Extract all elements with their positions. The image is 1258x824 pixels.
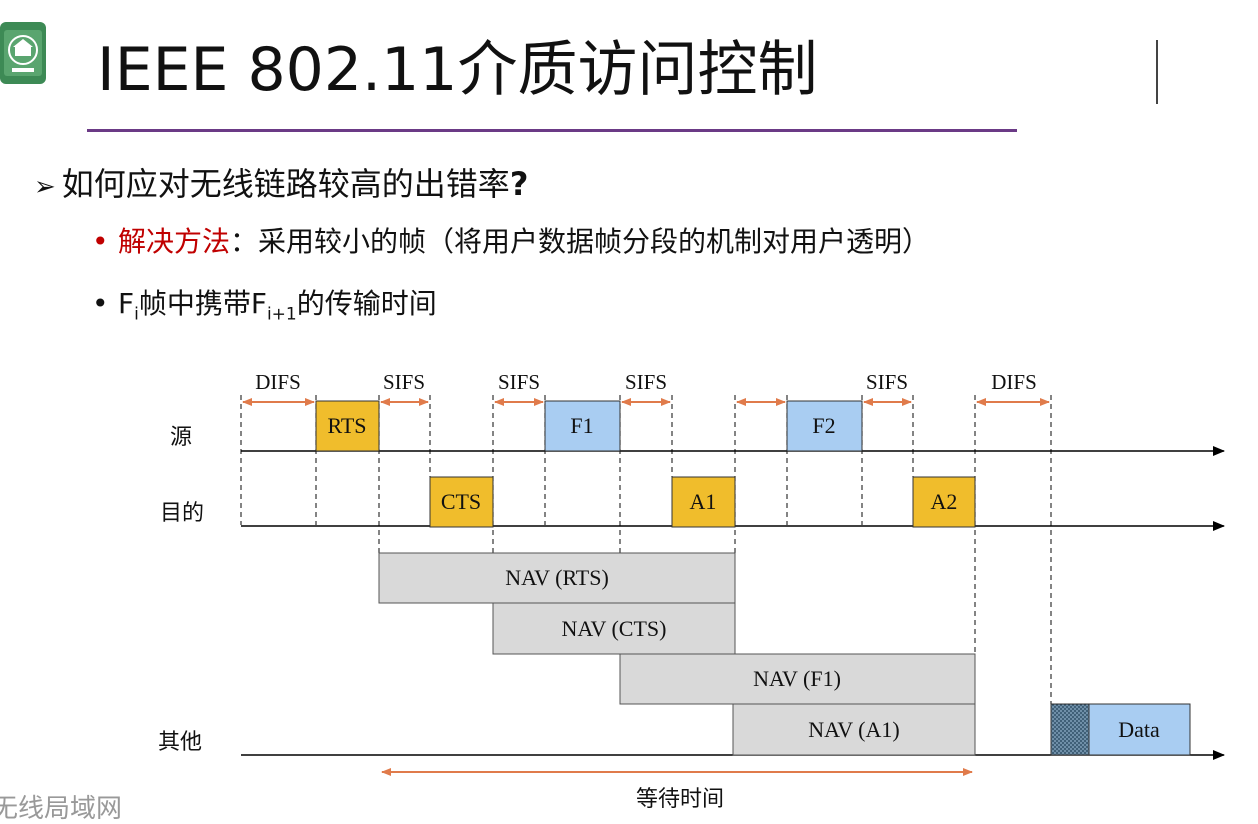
question-text: 如何应对无线链路较高的出错率 bbox=[61, 165, 510, 203]
sifs-label-1: SIFS bbox=[383, 370, 425, 394]
nav-cts-bar bbox=[492, 602, 736, 655]
nav-a1-label: NAV (A1) bbox=[808, 717, 899, 742]
f1-label: F1 bbox=[570, 413, 593, 438]
nav-rts-label: NAV (RTS) bbox=[505, 565, 609, 590]
nav-f1-label: NAV (F1) bbox=[753, 666, 841, 691]
nav-cts-label: NAV (CTS) bbox=[562, 616, 667, 641]
nav-rts-bar bbox=[378, 552, 736, 604]
wait-time-label: 等待时间 bbox=[636, 786, 724, 811]
data-label: Data bbox=[1118, 717, 1160, 742]
footer-section-title: 无线局域网 bbox=[0, 794, 123, 824]
data-frame bbox=[1088, 703, 1191, 756]
bullet-dot-icon: • bbox=[92, 225, 109, 258]
arrow-bullet-icon: ➢ bbox=[34, 172, 56, 202]
title-divider bbox=[87, 129, 1017, 132]
bullet-dot-icon: • bbox=[92, 287, 109, 320]
solution-text: ：采用较小的帧（将用户数据帧分段的机制对用户透明） bbox=[230, 225, 931, 258]
nav-f1-bar bbox=[619, 653, 976, 705]
sifs-label-2: SIFS bbox=[498, 370, 540, 394]
a1-label: A1 bbox=[690, 489, 717, 514]
f2-label: F2 bbox=[812, 413, 835, 438]
nav-a1-bar bbox=[732, 703, 976, 756]
subscript-i-plus-1: i+1 bbox=[266, 304, 297, 325]
f2-frame bbox=[786, 400, 863, 452]
cts-frame bbox=[429, 476, 494, 528]
text-frame-carry: 帧中携带F bbox=[138, 287, 267, 320]
a1-frame bbox=[671, 476, 736, 528]
text-transmit-time: 的传输时间 bbox=[296, 287, 437, 320]
sifs-label-4: SIFS bbox=[866, 370, 908, 394]
difs-label-2: DIFS bbox=[991, 370, 1037, 394]
question-mark: ? bbox=[509, 165, 529, 203]
a2-frame bbox=[912, 476, 976, 528]
cts-label: CTS bbox=[441, 489, 481, 514]
backoff-block bbox=[1050, 703, 1090, 756]
text-f: F bbox=[118, 287, 135, 320]
rts-label: RTS bbox=[327, 413, 366, 438]
vertical-divider bbox=[1156, 40, 1158, 104]
bullet-solution: • 解决方法：采用较小的帧（将用户数据帧分段的机制对用户透明） bbox=[92, 222, 930, 262]
row-label-dest: 目的 bbox=[160, 500, 204, 525]
page-title: IEEE 802.11介质访问控制 bbox=[97, 35, 818, 105]
row-label-other: 其他 bbox=[158, 729, 202, 754]
subscript-i: i bbox=[134, 304, 139, 325]
row-label-source: 源 bbox=[170, 424, 192, 449]
interval-arrows bbox=[242, 398, 1050, 776]
a2-label: A2 bbox=[931, 489, 958, 514]
f1-frame bbox=[544, 400, 621, 452]
rts-frame bbox=[315, 400, 380, 452]
solution-label: 解决方法 bbox=[118, 225, 231, 258]
sifs-label-3: SIFS bbox=[625, 370, 667, 394]
difs-label-1: DIFS bbox=[255, 370, 301, 394]
question-heading: ➢如何应对无线链路较高的出错率? bbox=[34, 162, 528, 209]
bullet-fragment-timing: • Fi帧中携带Fi+1的传输时间 bbox=[92, 284, 437, 335]
university-logo-icon bbox=[0, 22, 46, 84]
